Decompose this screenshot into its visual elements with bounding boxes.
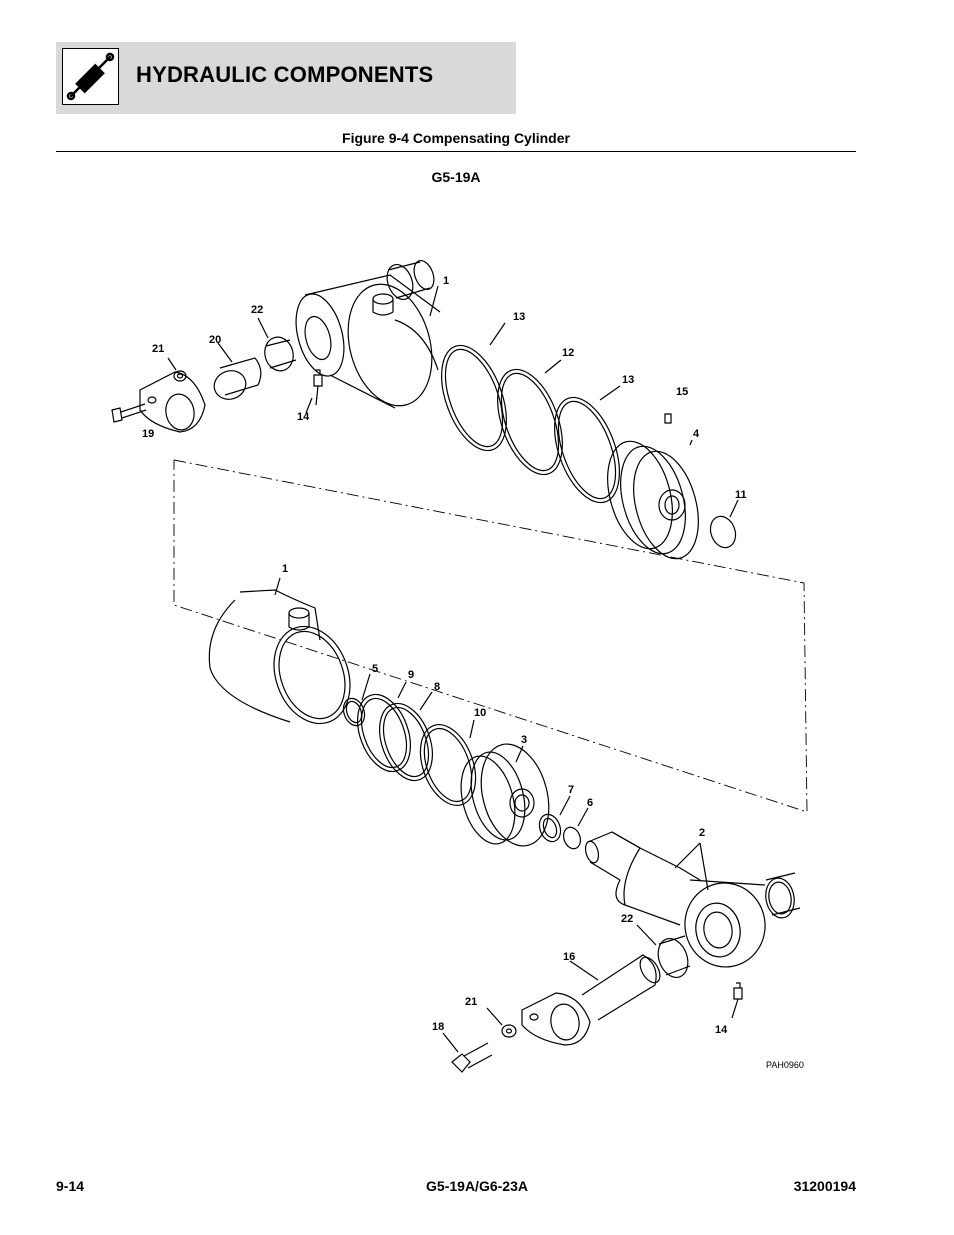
callout-9: 9 [408, 669, 414, 681]
callout-21-lower: 21 [465, 996, 477, 1008]
callout-1-lower: 1 [282, 563, 288, 575]
callout-8: 8 [434, 681, 440, 693]
callout-22-upper: 22 [251, 304, 263, 316]
callout-13-upper-right: 13 [622, 374, 634, 386]
callout-22-lower: 22 [621, 913, 633, 925]
callout-12: 12 [562, 347, 574, 359]
callout-20: 20 [209, 334, 221, 346]
footer-models: G5-19A/G6-23A [426, 1178, 528, 1194]
callout-16: 16 [563, 951, 575, 963]
callout-13-upper-left: 13 [513, 311, 525, 323]
callout-4: 4 [693, 428, 700, 440]
callout-19: 19 [142, 428, 154, 440]
callout-2: 2 [699, 827, 705, 839]
callout-10: 10 [474, 707, 486, 719]
callout-18: 18 [432, 1021, 444, 1033]
callout-1-upper: 1 [443, 275, 449, 287]
document-number: 31200194 [793, 1178, 856, 1194]
callout-11: 11 [735, 489, 747, 501]
drawing-id: PAH0960 [766, 1060, 804, 1070]
callout-6: 6 [587, 797, 593, 809]
model-label: G5-19A [431, 169, 481, 185]
section-title: HYDRAULIC COMPONENTS [136, 62, 434, 87]
page-number: 9-14 [56, 1178, 85, 1194]
callout-7: 7 [568, 784, 574, 796]
section-header-band [56, 42, 516, 114]
hydraulic-cylinder-icon [62, 48, 119, 105]
callout-21-upper: 21 [152, 343, 164, 355]
figure-caption: Figure 9-4 Compensating Cylinder [342, 130, 570, 146]
callout-15: 15 [676, 386, 688, 398]
callout-5: 5 [372, 663, 378, 675]
callout-14-lower: 14 [715, 1024, 728, 1036]
header-rule [56, 151, 856, 152]
callout-14-upper: 14 [297, 411, 310, 423]
callout-3: 3 [521, 734, 527, 746]
